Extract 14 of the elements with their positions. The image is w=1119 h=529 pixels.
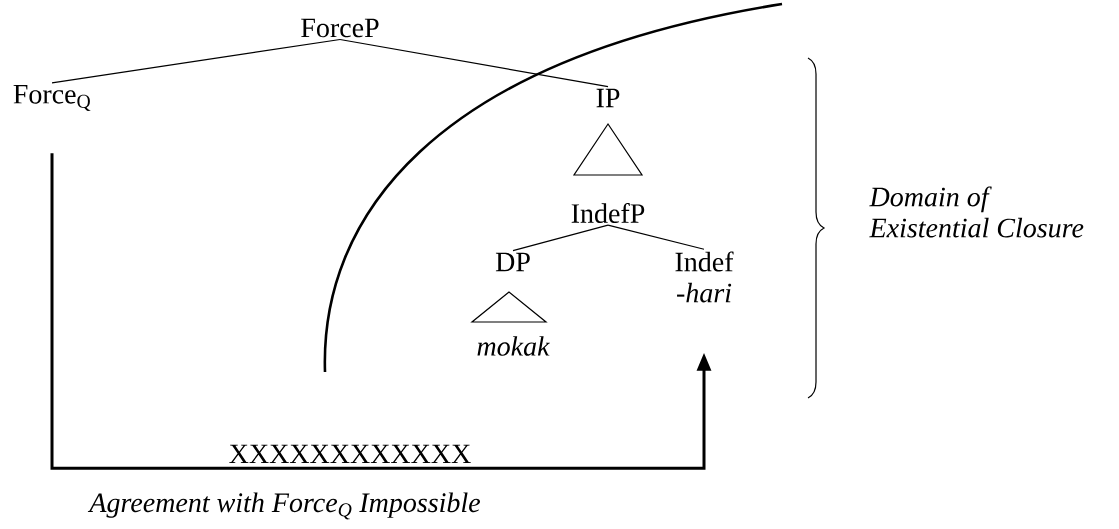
- tree-branch: [51, 38, 341, 84]
- tree-label: DP: [495, 252, 530, 272]
- tree-branch: [512, 224, 609, 252]
- tree-branch: [339, 38, 609, 88]
- tree-label: ForceP: [301, 18, 379, 38]
- tree-label: IndefP: [571, 203, 645, 223]
- tree-label: mokak: [477, 336, 550, 356]
- strike-marks: XXXXXXXXXXXX: [229, 444, 471, 463]
- annotation: Domain of Existential Closure: [869, 186, 1084, 238]
- tree-label: Force$_{Q}$: [13, 85, 91, 111]
- edge-label: Agreement with Force$_{Q}$ Impossible: [87, 491, 482, 521]
- tree-label: IP: [596, 88, 620, 108]
- tree-label: Indef -hari: [675, 251, 734, 303]
- tree-branch: [607, 224, 705, 250]
